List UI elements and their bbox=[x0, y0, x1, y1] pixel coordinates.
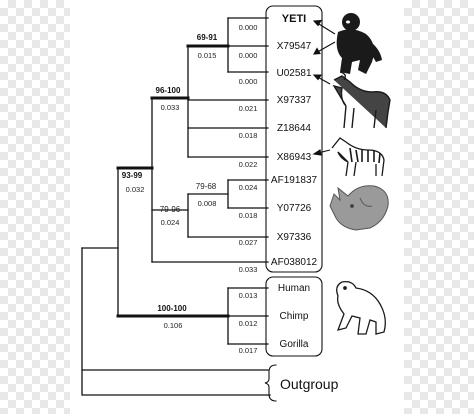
support-horse-clade: 96-100 bbox=[156, 86, 181, 95]
zebra-icon bbox=[331, 137, 385, 177]
ingroup-taxa-box bbox=[265, 5, 323, 273]
gorilla-icon bbox=[336, 13, 382, 74]
rhino-icon bbox=[329, 185, 389, 231]
taxon-y07726: Y07726 bbox=[277, 203, 312, 214]
support-rhino-outer: 79-96 bbox=[160, 205, 181, 214]
taxon-yeti: YETI bbox=[282, 13, 306, 25]
blen-x79547: 0.000 bbox=[239, 51, 258, 60]
arrow-yeti-head bbox=[312, 19, 323, 27]
support-ingroup: 93-99 bbox=[122, 171, 143, 180]
taxon-x79547: X79547 bbox=[277, 41, 312, 52]
blen-horse-clade: 0.033 bbox=[161, 103, 180, 112]
blen-ingroup: 0.032 bbox=[126, 185, 145, 194]
primate-icon bbox=[336, 280, 386, 335]
taxon-human: Human bbox=[278, 283, 310, 294]
blen-rhino-outer: 0.024 bbox=[161, 218, 180, 227]
taxon-x97336: X97336 bbox=[277, 232, 312, 243]
taxon-af191837: AF191837 bbox=[271, 175, 318, 186]
blen-human: 0.013 bbox=[239, 291, 258, 300]
blen-primates: 0.106 bbox=[164, 321, 183, 330]
blen-x97336: 0.027 bbox=[239, 238, 258, 247]
background-pattern-left bbox=[0, 0, 70, 414]
blen-yeti-clade: 0.015 bbox=[198, 51, 217, 60]
taxon-chimp: Chimp bbox=[280, 311, 309, 322]
taxon-gorilla: Gorilla bbox=[280, 339, 309, 350]
taxon-outgroup: Outgroup bbox=[280, 376, 339, 392]
support-rhino-inner: 79-68 bbox=[196, 182, 217, 191]
blen-x86943: 0.022 bbox=[239, 160, 258, 169]
blen-u02581: 0.000 bbox=[239, 77, 258, 86]
blen-af038012: 0.033 bbox=[239, 265, 258, 274]
blen-chimp: 0.012 bbox=[239, 319, 258, 328]
background-pattern-right bbox=[404, 0, 474, 414]
arrow-x86943-head bbox=[312, 149, 322, 156]
taxon-z18644: Z18644 bbox=[277, 123, 311, 134]
horse-icon bbox=[332, 71, 391, 129]
primate-taxa-box bbox=[265, 276, 323, 357]
taxon-x86943: X86943 bbox=[277, 152, 312, 163]
taxon-af038012: AF038012 bbox=[271, 257, 318, 268]
arrow-u02581-head bbox=[312, 74, 323, 81]
taxon-u02581: U02581 bbox=[276, 68, 311, 79]
outgroup-brace bbox=[264, 364, 277, 402]
blen-z18644: 0.018 bbox=[239, 131, 258, 140]
blen-af191837: 0.024 bbox=[239, 183, 258, 192]
blen-yeti: 0.000 bbox=[239, 23, 258, 32]
blen-rhino-inner: 0.008 bbox=[198, 199, 217, 208]
taxon-x97337: X97337 bbox=[277, 95, 312, 106]
support-primates: 100-100 bbox=[157, 304, 187, 313]
outgroup-branch bbox=[81, 247, 271, 396]
blen-y07726: 0.018 bbox=[239, 211, 258, 220]
arrow-x79547-head bbox=[313, 47, 321, 55]
blen-gorilla: 0.017 bbox=[239, 346, 258, 355]
support-yeti-clade: 69-91 bbox=[197, 33, 218, 42]
blen-x97337: 0.021 bbox=[239, 104, 258, 113]
